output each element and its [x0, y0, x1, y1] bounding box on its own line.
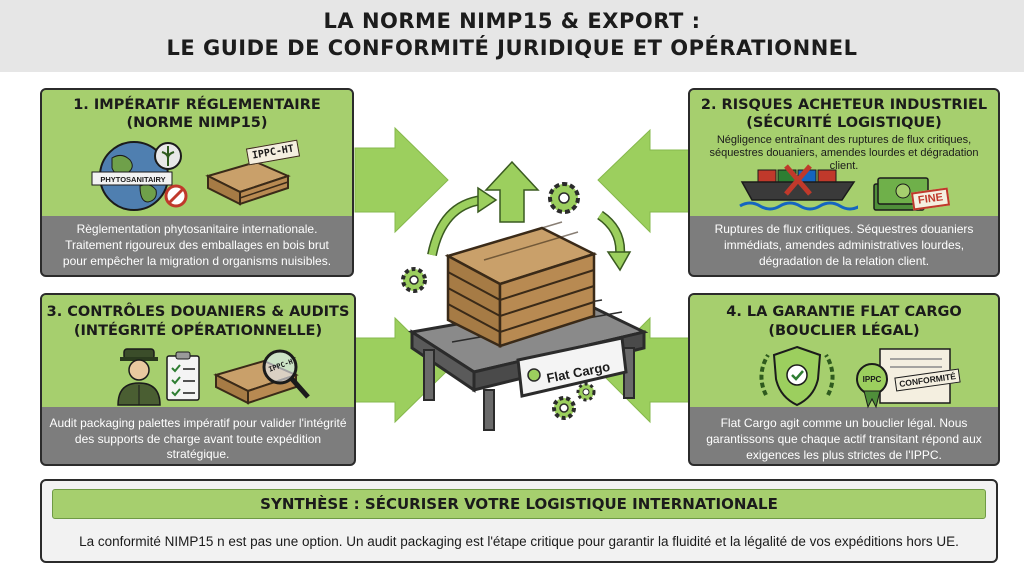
- synthesis-title-bar: SYNTHÈSE : SÉCURISER VOTRE LOGISTIQUE IN…: [52, 489, 986, 519]
- panel-buyer-risks: 2. RISQUES ACHETEUR INDUSTRIEL (SÉCURITÉ…: [688, 88, 1000, 277]
- panel-subtitle-line: Négligence entraînant des ruptures de fl…: [716, 134, 972, 146]
- panel-body-line: exigences les plus strictes de l'IPPC.: [746, 448, 942, 462]
- gear-icon: [548, 182, 580, 214]
- panel-title: (NORME NIMP15): [126, 115, 268, 131]
- panel-flat-cargo-guarantee: 4. LA GARANTIE FLAT CARGO (BOUCLIER LÉGA…: [688, 293, 1000, 466]
- panel-subtitle-line: séquestres douaniers, amendes lourdes et…: [709, 147, 979, 172]
- synthesis-title: SYNTHÈSE : SÉCURISER VOTRE LOGISTIQUE IN…: [260, 495, 778, 513]
- panel-title: 3. CONTRÔLES DOUANIERS & AUDITS: [46, 304, 350, 320]
- flat-cargo-sign: Flat Cargo: [516, 336, 628, 398]
- header-banner: LA NORME NIMP15 & EXPORT : LE GUIDE DE C…: [0, 0, 1024, 72]
- arrow-left-bottom: [354, 316, 449, 424]
- synthesis-text: La conformité NIMP15 n est pas une optio…: [79, 534, 959, 549]
- checklist-icon: [166, 351, 200, 401]
- pallet-icon: [205, 160, 291, 206]
- panel-title: 2. RISQUES ACHETEUR INDUSTRIEL: [700, 97, 988, 113]
- panel-customs-audits: 3. CONTRÔLES DOUANIERS & AUDITS (INTÉGRI…: [40, 293, 356, 466]
- panel-title: (SÉCURITÉ LOGISTIQUE): [746, 115, 942, 131]
- ippc-seal-label: IPPC: [862, 375, 882, 384]
- arrow-left-top: [354, 126, 449, 234]
- page-title-line1: LA NORME NIMP15 & EXPORT :: [323, 9, 701, 33]
- up-arrow-icon: [484, 160, 540, 223]
- panel-body-line: Règlementation phytosanitaire internatio…: [76, 222, 318, 236]
- panel-body-line: Audit packaging palettes impératif pour …: [49, 416, 347, 430]
- pallet-inspection-icon: [213, 349, 310, 405]
- center-illustration: Flat Cargo: [401, 160, 649, 431]
- gear-icon: [401, 267, 427, 293]
- panel-title: (BOUCLIER LÉGAL): [768, 323, 920, 339]
- panel-title: 4. LA GARANTIE FLAT CARGO: [726, 304, 962, 320]
- panel-body-line: garantissons que chaque actif transitant…: [706, 432, 982, 446]
- gear-icon: [576, 382, 596, 402]
- panel-body-line: Ruptures de flux critiques. Séquestres d…: [714, 222, 974, 236]
- globe-icon: [91, 141, 188, 211]
- page-title-line2: LE GUIDE DE CONFORMITÉ JURIDIQUE ET OPÉR…: [166, 36, 858, 60]
- panel-title: (INTÉGRITÉ OPÉRATIONNELLE): [73, 323, 323, 339]
- synthesis-box: SYNTHÈSE : SÉCURISER VOTRE LOGISTIQUE IN…: [40, 479, 998, 563]
- gear-icon: [552, 396, 576, 420]
- panel-body-line: immédiats, amendes administratives lourd…: [723, 238, 965, 252]
- panel-body-line: dégradation de la relation client.: [758, 254, 930, 268]
- panel-body-line: pour empêcher la migration d organisms n…: [62, 254, 332, 268]
- panel-body-line: Traitement rigoureux des emballages en b…: [65, 238, 329, 252]
- panel-body-line: des supports de charge avant toute expéd…: [74, 432, 322, 461]
- cargo-ship-icon: [739, 164, 858, 211]
- pallet-stack-icon: [444, 221, 598, 349]
- phytosanitary-label: PHYTOSANITAIRY: [100, 175, 166, 184]
- shield-icon: [759, 345, 835, 407]
- panel-body-line: Flat Cargo agit comme un bouclier légal.…: [720, 416, 968, 430]
- arrow-right-top: [597, 128, 691, 234]
- customs-officer-icon: [117, 348, 161, 406]
- panel-regulatory: 1. IMPÉRATIF RÉGLEMENTAIRE (NORME NIMP15…: [40, 88, 354, 277]
- panel-title: 1. IMPÉRATIF RÉGLEMENTAIRE: [73, 97, 321, 113]
